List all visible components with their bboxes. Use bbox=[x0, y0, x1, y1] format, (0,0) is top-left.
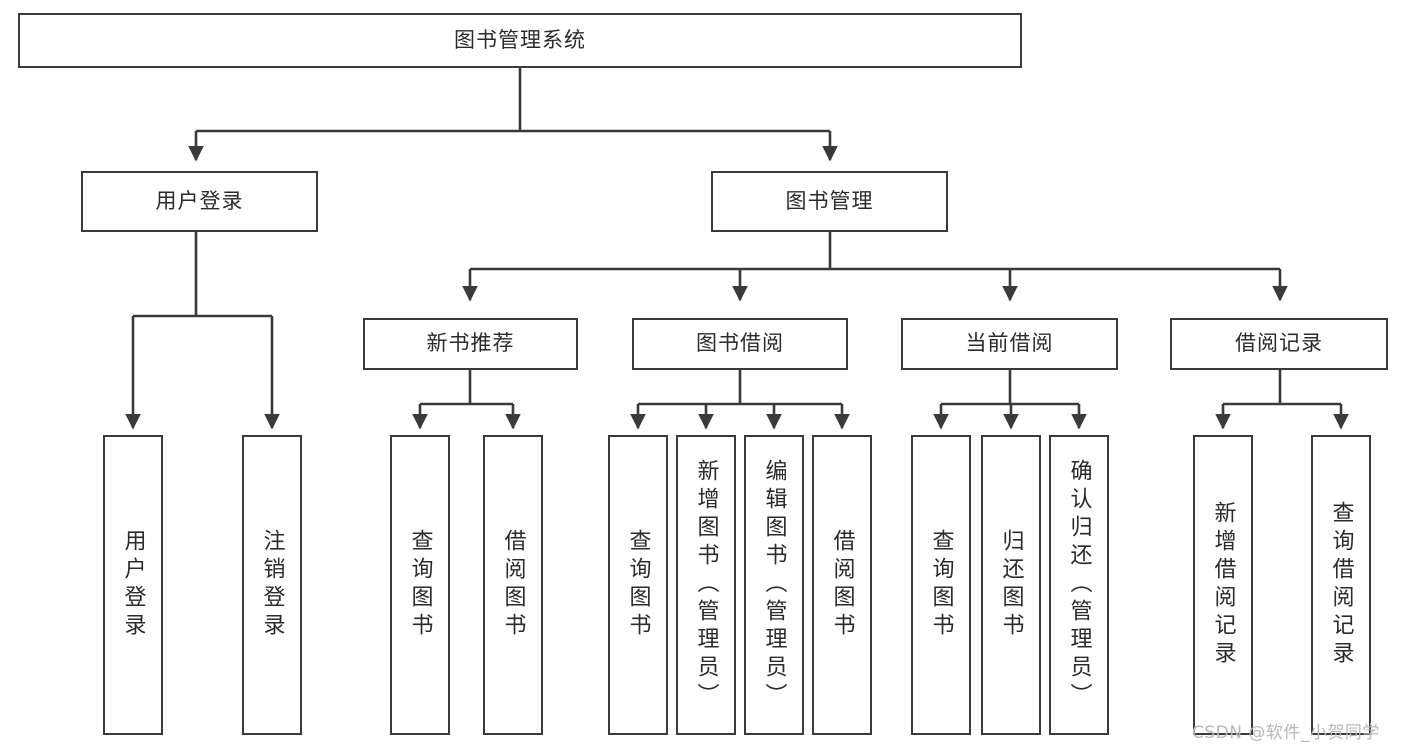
node-book-borrow[interactable]: 图书借阅 bbox=[632, 318, 848, 370]
node-label: 借阅图书 bbox=[500, 529, 526, 641]
node-borrow-record[interactable]: 借阅记录 bbox=[1170, 318, 1388, 370]
node-label: 图书管理系统 bbox=[454, 27, 586, 52]
node-label: 用户登录 bbox=[155, 188, 244, 213]
node-user-login[interactable]: 用户登录 bbox=[81, 171, 318, 232]
leaf-query-book-recommend[interactable]: 查询图书 bbox=[390, 435, 450, 735]
node-label: 查询图书 bbox=[928, 529, 954, 641]
leaf-add-borrow-record[interactable]: 新增借阅记录 bbox=[1193, 435, 1253, 735]
leaf-edit-book-admin[interactable]: 编辑图书（管理员） bbox=[744, 435, 804, 735]
node-label: 查询图书 bbox=[625, 529, 651, 641]
node-label: 图书借阅 bbox=[696, 331, 784, 356]
leaf-logout[interactable]: 注销登录 bbox=[242, 435, 302, 735]
node-label: 新书推荐 bbox=[426, 331, 515, 356]
node-label: 当前借阅 bbox=[965, 331, 1054, 356]
node-current-borrow[interactable]: 当前借阅 bbox=[901, 318, 1118, 370]
leaf-add-book-admin[interactable]: 新增图书（管理员） bbox=[676, 435, 736, 735]
node-label: 注销登录 bbox=[259, 529, 285, 641]
leaf-user-login[interactable]: 用户登录 bbox=[103, 435, 163, 735]
leaf-borrow-book[interactable]: 借阅图书 bbox=[812, 435, 872, 735]
node-label: 确认归还（管理员） bbox=[1066, 459, 1092, 711]
leaf-query-borrow-record[interactable]: 查询借阅记录 bbox=[1311, 435, 1371, 735]
leaf-return-book[interactable]: 归还图书 bbox=[981, 435, 1041, 735]
node-label: 新增图书（管理员） bbox=[693, 459, 719, 711]
leaf-confirm-return-admin[interactable]: 确认归还（管理员） bbox=[1049, 435, 1109, 735]
leaf-query-book-current[interactable]: 查询图书 bbox=[911, 435, 971, 735]
node-label: 新增借阅记录 bbox=[1210, 501, 1236, 669]
node-label: 查询图书 bbox=[407, 529, 433, 641]
node-root-system[interactable]: 图书管理系统 bbox=[18, 13, 1022, 68]
node-label: 用户登录 bbox=[120, 529, 146, 641]
node-label: 图书管理 bbox=[785, 188, 874, 213]
node-label: 编辑图书（管理员） bbox=[761, 459, 787, 711]
node-label: 借阅记录 bbox=[1235, 331, 1323, 356]
node-label: 借阅图书 bbox=[829, 529, 855, 641]
leaf-query-book-borrow[interactable]: 查询图书 bbox=[608, 435, 668, 735]
leaf-borrow-book-recommend[interactable]: 借阅图书 bbox=[483, 435, 543, 735]
watermark-text: CSDN @软件_小贺同学 bbox=[1192, 723, 1380, 743]
node-new-book-recommend[interactable]: 新书推荐 bbox=[363, 318, 578, 370]
node-label: 查询借阅记录 bbox=[1328, 501, 1354, 669]
node-book-management[interactable]: 图书管理 bbox=[711, 171, 948, 232]
node-label: 归还图书 bbox=[998, 529, 1024, 641]
